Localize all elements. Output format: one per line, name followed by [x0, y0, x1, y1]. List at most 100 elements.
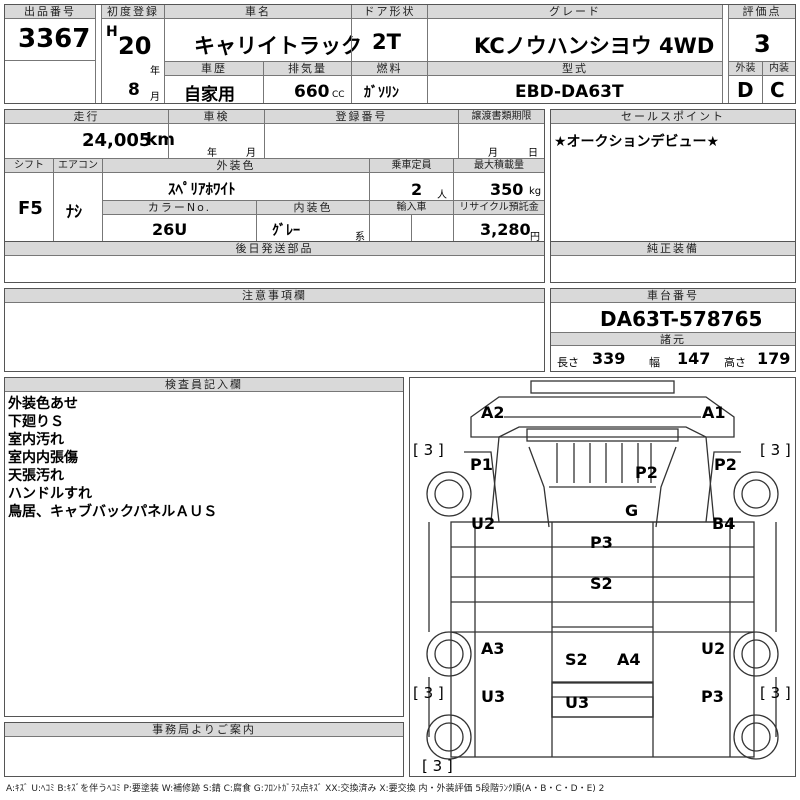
damage-label: G: [625, 501, 639, 520]
inspector-note: 天張汚れ: [8, 468, 64, 484]
model: EBD-DA63T: [515, 82, 624, 102]
history-header: 車歴: [165, 62, 263, 76]
tire-mark-front-right: [ 3 ]: [760, 441, 791, 459]
specs-header: 諸元: [551, 332, 795, 346]
length-label: 長さ: [557, 356, 579, 369]
first-reg-header: 初度登録: [102, 5, 164, 19]
damage-label: A4: [617, 650, 641, 669]
width-value: 147: [677, 349, 711, 368]
exterior-grade: D: [737, 78, 754, 102]
grade: KCノウハンシヨウ 4WD: [474, 34, 715, 58]
int-color: ｸﾞﾚｰ: [272, 223, 300, 239]
mileage-header: 走行: [5, 110, 168, 124]
displacement: 660: [294, 82, 330, 102]
chassis-header: 車台番号: [551, 289, 795, 303]
legend: A:ｷｽﾞ U:ﾍｺﾐ B:ｷｽﾞを伴うﾍｺﾐ P:要塗装 W:補修跡 S:錆 …: [6, 784, 605, 794]
width-label: 幅: [649, 356, 660, 369]
notes-header: 注意事項欄: [5, 289, 544, 303]
load: 350: [490, 180, 524, 199]
office-box: [4, 722, 404, 777]
score-header: 評価点: [729, 5, 795, 19]
inspector-header: 検査員記入欄: [5, 378, 403, 392]
damage-label: A1: [702, 403, 726, 422]
notes-box: [4, 288, 545, 372]
era: H: [106, 24, 118, 40]
tire-mark-spare: [ 3 ]: [422, 757, 453, 775]
inspection-header: 車検: [169, 110, 264, 124]
shift-header: シフト: [5, 159, 53, 173]
sales-point-header: セールスポイント: [551, 110, 795, 124]
capacity-header: 乗車定員: [370, 159, 453, 173]
door-type: 2T: [372, 30, 401, 54]
mileage: 24,005: [82, 130, 152, 151]
damage-label: U2: [701, 639, 726, 658]
height-label: 高さ: [724, 356, 746, 369]
inspector-note: 外装色あせ: [8, 396, 78, 412]
vehicle-diagram-box: [409, 377, 796, 777]
damage-label: B4: [712, 514, 736, 533]
mileage-unit: km: [146, 130, 176, 150]
vehicle-diagram: [426, 380, 779, 760]
damage-label: U3: [565, 693, 590, 712]
sales-point: ★オークションデビュー★: [554, 134, 720, 150]
lot-no-header: 出品番号: [5, 5, 95, 19]
int-color-unit: 系: [355, 232, 365, 243]
history: 自家用: [184, 85, 235, 105]
damage-label: A2: [481, 403, 505, 422]
inspector-note: ハンドルすれ: [8, 486, 92, 502]
recycle-unit: 円: [530, 232, 540, 243]
int-color-header: 内装色: [257, 201, 369, 215]
capacity: 2: [411, 180, 423, 199]
later-parts-box: [4, 241, 545, 283]
chassis-no: DA63T-578765: [600, 307, 763, 331]
interior-grade: C: [770, 78, 785, 102]
ext-color: ｽﾍﾟﾘｱﾎﾜｲﾄ: [168, 180, 236, 198]
displacement-header: 排気量: [264, 62, 351, 76]
inspector-box: [4, 377, 404, 717]
length-value: 339: [592, 349, 626, 368]
tire-mark-rear-left: [ 3 ]: [413, 684, 444, 702]
chassis-box: [550, 288, 796, 372]
transfer-day-unit: 日: [528, 148, 538, 159]
first-reg-month: 8: [128, 80, 140, 100]
genuine-header: 純正装備: [551, 242, 795, 256]
score: 3: [754, 30, 771, 58]
inspector-note: 室内内張傷: [8, 450, 78, 466]
interior-header: 内装: [763, 62, 795, 76]
insp-year-unit: 年: [207, 148, 217, 159]
load-header: 最大積載量: [454, 159, 544, 173]
inspector-note: 鳥居、キャブバックパネルＡＵＳ: [8, 504, 218, 520]
inspector-note: 下廻りＳ: [8, 414, 64, 430]
fuel-header: 燃料: [352, 62, 427, 76]
load-unit: kg: [529, 186, 542, 197]
damage-label: U3: [481, 687, 506, 706]
ac: ﾅｼ: [66, 202, 83, 221]
color-no-header: カラーNo.: [103, 201, 256, 215]
first-reg-year: 20: [118, 32, 152, 60]
lot-no: 3367: [18, 24, 91, 54]
damage-label: S2: [565, 650, 588, 669]
damage-label: P2: [714, 455, 737, 474]
capacity-unit: 人: [437, 190, 447, 201]
damage-label: P1: [470, 455, 493, 474]
damage-label: U2: [471, 514, 496, 533]
car-name-header: 車名: [165, 5, 351, 19]
genuine-box: [550, 241, 796, 283]
tire-mark-rear-right: [ 3 ]: [760, 684, 791, 702]
inspector-list: 外装色あせ 下廻りＳ 室内汚れ 室内内張傷 天張汚れ ハンドルすれ 鳥居、キャブ…: [8, 395, 217, 521]
import-header: 輸入車: [370, 201, 453, 215]
recycle-header: リサイクル預託金: [454, 201, 544, 215]
fuel: ｶﾞｿﾘﾝ: [364, 85, 399, 101]
ext-color-header: 外装色: [103, 159, 369, 173]
office-header: 事務局よりご案内: [5, 723, 403, 737]
grade-header: グレード: [428, 5, 722, 19]
year-unit: 年: [150, 66, 160, 77]
door-header: ドア形状: [352, 5, 427, 19]
recycle: 3,280: [480, 220, 531, 239]
damage-label: A3: [481, 639, 505, 658]
tire-mark-front-left: [ 3 ]: [413, 441, 444, 459]
top-row-box: [4, 4, 796, 104]
damage-label: P2: [635, 463, 658, 482]
transfer-month-unit: 月: [488, 148, 498, 159]
damage-label: P3: [701, 687, 724, 706]
